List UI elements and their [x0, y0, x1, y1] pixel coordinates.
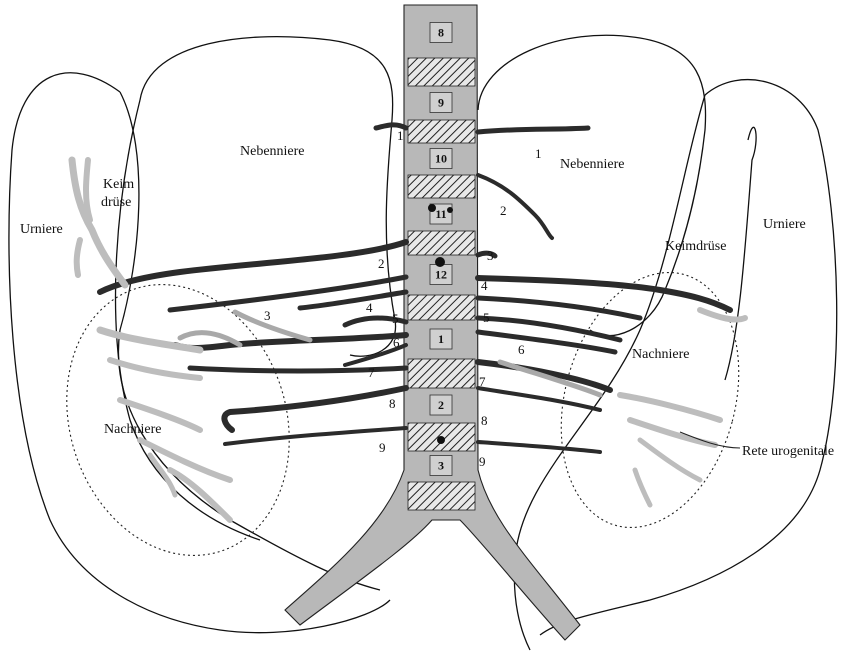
label-nebenniere-left: Nebenniere [240, 144, 305, 159]
vessel-number-left-2: 2 [378, 256, 385, 271]
vessel-number-left-1: 1 [397, 128, 404, 143]
vertebra-number: 12 [435, 268, 447, 282]
vertebra-number: 1 [438, 332, 444, 346]
intervertebral-disc [408, 175, 475, 198]
vertebra-number: 8 [438, 26, 444, 40]
label-keimdruese-left-2: drüse [101, 195, 131, 210]
vessel-number-left-9: 9 [379, 440, 386, 455]
vessel-number-right-9: 9 [479, 454, 486, 469]
urniere-right-inner [725, 127, 756, 380]
vessel-number-left-4: 4 [366, 300, 373, 315]
intervertebral-disc [408, 231, 475, 255]
vessels-left [100, 125, 406, 444]
vertebra-number: 10 [435, 152, 447, 166]
vessel-number-left-8: 8 [389, 396, 396, 411]
vessel-number-right-2: 2 [500, 203, 507, 218]
vertebra-number: 11 [435, 207, 446, 221]
intervertebral-disc [408, 295, 475, 320]
vertebra-number: 3 [438, 459, 444, 473]
keimdruese-left-outline [116, 100, 260, 540]
vessel-number-right-4: 4 [481, 278, 488, 293]
vessel-number-right-8: 8 [481, 413, 488, 428]
vertebra-number: 9 [438, 96, 444, 110]
vessel-number-right-3: 3 [487, 248, 494, 263]
vessel-number-right-5: 5 [483, 310, 490, 325]
vessel-number-left-6: 6 [393, 335, 400, 350]
vessel-number-left-7: 7 [368, 365, 375, 380]
label-urniere-left: Urniere [20, 222, 63, 237]
channels-right [620, 310, 745, 505]
dot-11a [428, 204, 436, 212]
intervertebral-disc [408, 120, 475, 143]
vessel-number-left-5: 5 [392, 311, 399, 326]
label-nachniere-left: Nachniere [104, 422, 162, 437]
label-keimdruese-right: Keimdrüse [665, 239, 726, 254]
vessel-number-right-6: 6 [518, 342, 525, 357]
dot-11b [447, 207, 453, 213]
channels-left [72, 160, 230, 520]
label-rete: Rete urogenitale [742, 444, 834, 459]
intervertebral-disc [408, 58, 475, 86]
dot-12 [435, 257, 445, 267]
label-urniere-right: Urniere [763, 217, 806, 232]
label-keimdruese-left-1: Keim [103, 177, 134, 192]
label-nebenniere-right: Nebenniere [560, 157, 625, 172]
vertebra-number: 2 [438, 398, 444, 412]
label-nachniere-right: Nachniere [632, 347, 690, 362]
vessel-number-left-3: 3 [264, 308, 271, 323]
vessel-number-right-1: 1 [535, 146, 542, 161]
vessel-number-right-7: 7 [479, 374, 486, 389]
dot-2 [437, 436, 445, 444]
intervertebral-disc [408, 482, 475, 510]
intervertebral-disc [408, 359, 475, 388]
vessels-right [478, 128, 730, 452]
